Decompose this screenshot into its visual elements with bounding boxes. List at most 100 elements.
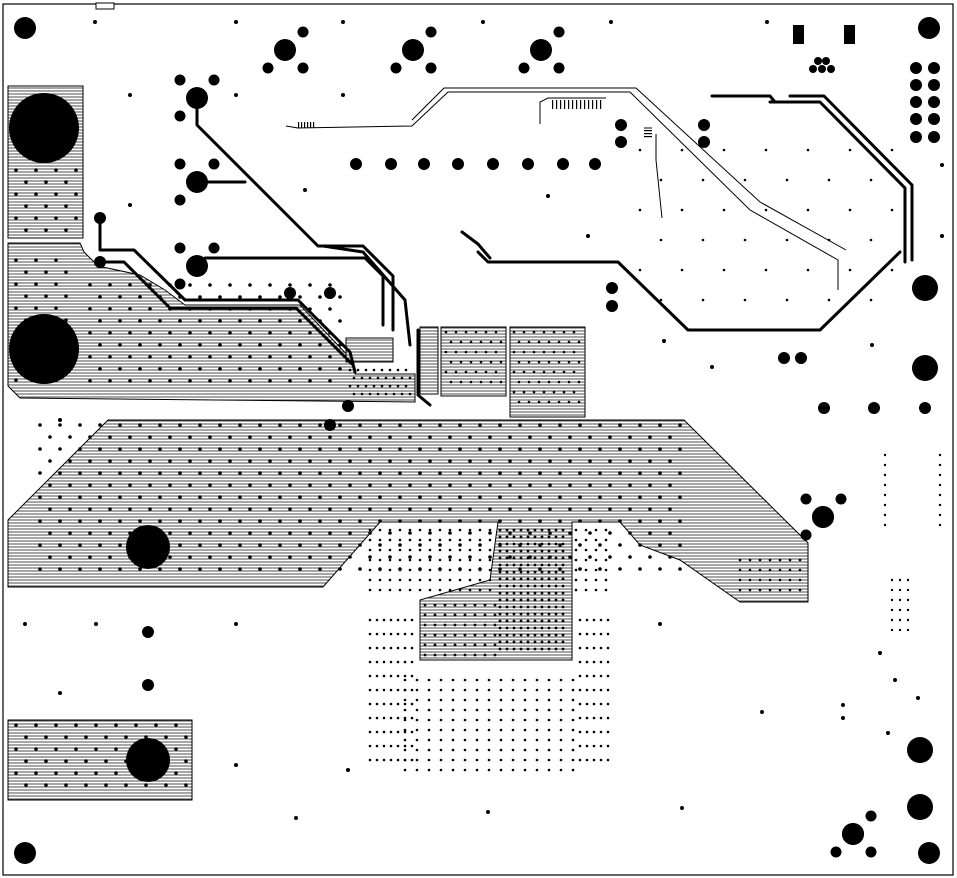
via — [668, 435, 672, 439]
via — [571, 708, 575, 712]
via — [559, 728, 563, 732]
via — [458, 423, 462, 427]
via — [308, 459, 312, 463]
via — [548, 483, 552, 487]
via — [488, 568, 492, 572]
via — [648, 555, 652, 559]
via — [618, 567, 622, 571]
via — [118, 367, 122, 371]
via — [608, 459, 612, 463]
via — [806, 268, 810, 272]
via — [428, 538, 432, 542]
via — [508, 483, 512, 487]
via — [174, 747, 178, 751]
traces-thick — [98, 94, 914, 407]
via — [519, 605, 523, 609]
via — [547, 577, 551, 581]
via — [488, 435, 492, 439]
via — [468, 483, 472, 487]
via — [14, 258, 18, 262]
via — [559, 768, 563, 772]
via — [108, 283, 112, 287]
via — [628, 507, 632, 511]
via — [158, 367, 162, 371]
via — [278, 495, 282, 499]
via — [382, 730, 386, 734]
via — [134, 771, 138, 775]
via — [348, 459, 352, 463]
via — [34, 771, 38, 775]
via — [547, 647, 551, 651]
via — [604, 588, 608, 592]
via — [298, 495, 302, 499]
via — [458, 538, 462, 542]
via — [487, 688, 491, 692]
pour-center-block-a — [345, 337, 394, 363]
via — [463, 643, 467, 647]
via — [134, 747, 138, 751]
via — [389, 744, 393, 748]
via — [382, 674, 386, 678]
via — [578, 423, 582, 427]
via — [523, 688, 527, 692]
via — [368, 578, 372, 582]
via — [938, 463, 942, 467]
via — [538, 495, 542, 499]
via — [278, 423, 282, 427]
via — [44, 366, 48, 370]
via — [533, 633, 537, 637]
via — [540, 619, 544, 623]
via — [208, 355, 212, 359]
via — [554, 647, 558, 651]
via — [178, 295, 182, 299]
via — [547, 380, 551, 384]
via — [328, 307, 332, 311]
via — [547, 708, 551, 712]
via — [468, 578, 472, 582]
via — [559, 758, 563, 762]
via — [561, 556, 565, 560]
via — [443, 613, 447, 617]
via — [288, 307, 292, 311]
via — [278, 367, 282, 371]
via — [438, 471, 442, 475]
via — [567, 360, 571, 364]
via — [118, 319, 122, 323]
via — [303, 188, 307, 192]
via — [680, 806, 684, 810]
via — [475, 708, 479, 712]
via — [578, 495, 582, 499]
via — [415, 688, 419, 692]
via — [403, 716, 407, 720]
via — [58, 543, 62, 547]
via — [368, 716, 372, 720]
via — [890, 598, 894, 602]
via — [410, 674, 414, 678]
via — [547, 698, 551, 702]
via — [479, 340, 483, 344]
via — [427, 728, 431, 732]
via — [561, 528, 565, 532]
via — [398, 519, 402, 523]
via — [84, 735, 88, 739]
via — [168, 507, 172, 511]
via — [606, 660, 610, 664]
via — [561, 584, 565, 588]
via — [540, 563, 544, 567]
via — [578, 716, 582, 720]
via — [598, 471, 602, 475]
via — [526, 542, 530, 546]
via — [318, 343, 322, 347]
via — [375, 702, 379, 706]
via — [606, 744, 610, 748]
via — [368, 531, 372, 535]
via — [778, 588, 782, 592]
via — [389, 674, 393, 678]
rect-pad — [793, 25, 804, 44]
via — [403, 728, 407, 732]
via — [168, 531, 172, 535]
via — [410, 702, 414, 706]
board-notch — [95, 2, 115, 10]
via — [459, 380, 463, 384]
via — [410, 618, 414, 622]
